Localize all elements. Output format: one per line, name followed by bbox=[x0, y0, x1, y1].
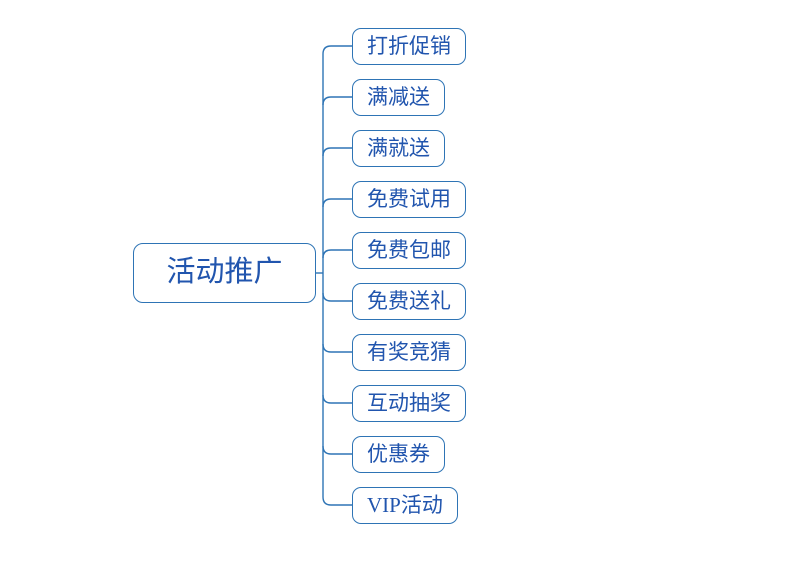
connector-branch bbox=[322, 445, 352, 455]
topic-node[interactable]: 免费送礼 bbox=[352, 283, 466, 320]
topic-node[interactable]: 打折促销 bbox=[352, 28, 466, 65]
topic-node[interactable]: VIP活动 bbox=[352, 487, 458, 524]
connector-branch bbox=[322, 292, 352, 302]
topic-node[interactable]: 优惠券 bbox=[352, 436, 445, 473]
root-topic-node[interactable]: 活动推广 bbox=[133, 243, 316, 303]
connector-branch bbox=[322, 198, 352, 208]
connector-branch bbox=[322, 96, 352, 106]
connector-branch bbox=[322, 249, 352, 259]
topic-node[interactable]: 互动抽奖 bbox=[352, 385, 466, 422]
connector-branch bbox=[322, 147, 352, 157]
connector-spine bbox=[322, 45, 352, 506]
connector-branch bbox=[322, 343, 352, 353]
connector-branch bbox=[322, 394, 352, 404]
topic-node[interactable]: 满就送 bbox=[352, 130, 445, 167]
topic-node[interactable]: 有奖竞猜 bbox=[352, 334, 466, 371]
topic-node[interactable]: 免费包邮 bbox=[352, 232, 466, 269]
topic-node[interactable]: 免费试用 bbox=[352, 181, 466, 218]
topic-node[interactable]: 满减送 bbox=[352, 79, 445, 116]
